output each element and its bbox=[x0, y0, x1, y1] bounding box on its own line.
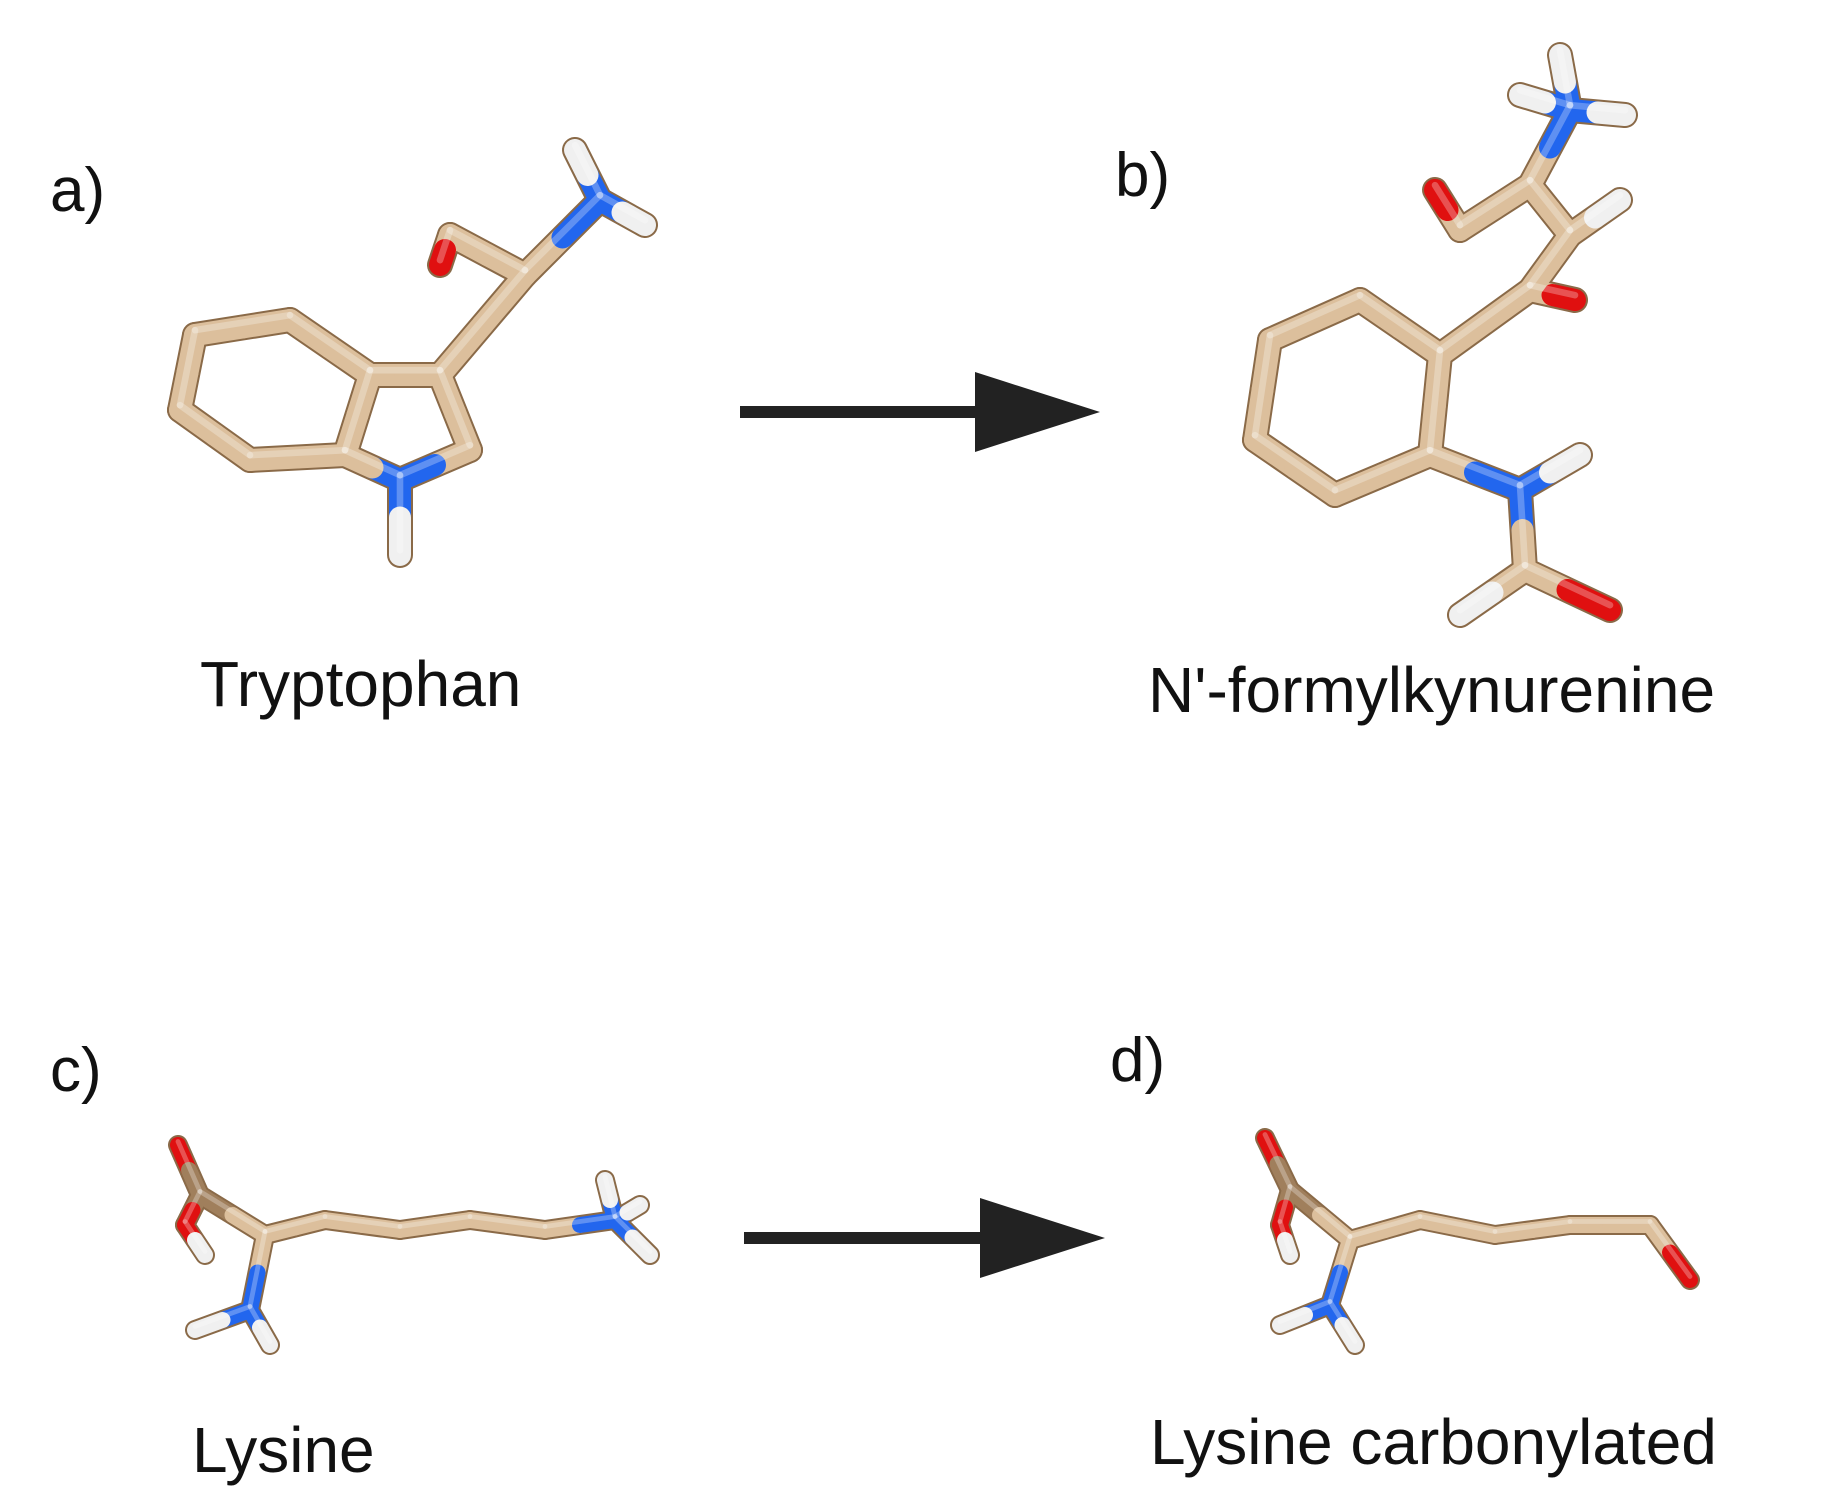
molecule-name-tryptophan: Tryptophan bbox=[200, 648, 522, 720]
molecule-name-formylkynurenine: N'-formylkynurenine bbox=[1148, 654, 1716, 726]
reaction-arrow-bottom bbox=[744, 1198, 1105, 1278]
lysine-structure bbox=[168, 1135, 660, 1355]
panel-letter-b: b) bbox=[1115, 141, 1171, 210]
panel-letter-c: c) bbox=[50, 1036, 102, 1105]
formylkynurenine-structure bbox=[1242, 42, 1638, 628]
molecule-name-lysine-carbonylated: Lysine carbonylated bbox=[1150, 1406, 1717, 1478]
lysine-carbonylated-structure bbox=[1255, 1128, 1700, 1355]
panel-letter-a: a) bbox=[50, 156, 106, 225]
panel-letter-d: d) bbox=[1110, 1026, 1166, 1095]
molecule-name-lysine: Lysine bbox=[192, 1414, 375, 1486]
tryptophan-structure bbox=[167, 137, 658, 568]
reaction-arrow-top bbox=[740, 372, 1100, 452]
